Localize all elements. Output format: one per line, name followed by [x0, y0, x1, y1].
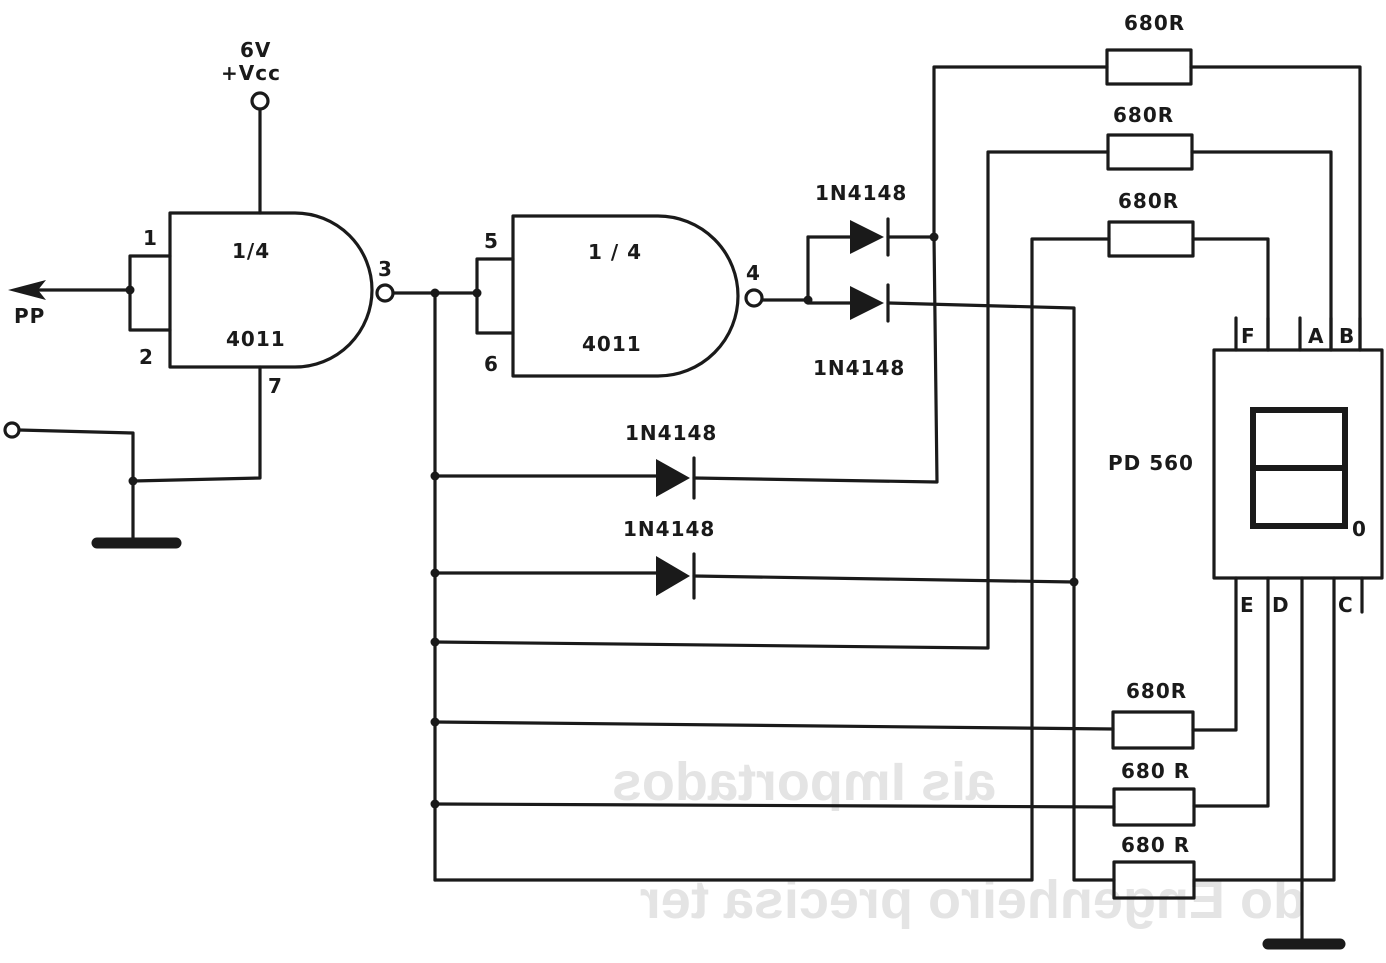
resistor-r3 — [433, 220, 1270, 882]
supply-vcc: +Vcc — [221, 61, 281, 85]
resistor-r6 — [1112, 576, 1336, 900]
diode-d4 — [433, 552, 1076, 600]
display-pin-f: F — [1241, 324, 1256, 348]
seven-segment-display — [1212, 316, 1384, 614]
resistor-r6-label: 680 R — [1121, 833, 1190, 857]
resistor-r4 — [433, 576, 1238, 750]
gate2-pin-4: 4 — [746, 261, 761, 285]
diode-d3-label: 1N4148 — [625, 421, 717, 445]
resistor-r1-label: 680R — [1124, 11, 1185, 35]
diode-d1-label: 1N4148 — [815, 181, 907, 205]
gate1-pin-2: 2 — [139, 345, 154, 369]
resistor-r3-label: 680R — [1118, 189, 1179, 213]
resistor-r1 — [1105, 48, 1362, 352]
vcc-terminal — [250, 91, 270, 111]
gate2-pin-5: 5 — [484, 229, 499, 253]
input-label-pp: PP — [14, 304, 45, 328]
display-pin-c: C — [1338, 593, 1354, 617]
show-through-line-1: ais Importados — [612, 752, 996, 812]
supply-voltage: 6V — [240, 38, 271, 62]
ground-terminal — [3, 421, 21, 439]
gate1-pin-1: 1 — [143, 226, 158, 250]
gate2-fraction: 1 / 4 — [588, 240, 642, 264]
nand-gate-2 — [511, 214, 764, 378]
resistor-r5 — [433, 576, 1270, 827]
diode-d3 — [433, 235, 939, 500]
resistor-r2-label: 680R — [1113, 103, 1174, 127]
display-digit: 0 — [1352, 517, 1367, 541]
resistor-r5-label: 680 R — [1121, 759, 1190, 783]
diode-d2-label: 1N4148 — [813, 356, 905, 380]
resistor-r4-label: 680R — [1126, 679, 1187, 703]
gate2-part: 4011 — [582, 332, 642, 356]
input-arrow-icon — [8, 280, 46, 300]
gate1-pin-7: 7 — [268, 374, 283, 398]
display-pin-d: D — [1272, 593, 1290, 617]
diode-d1 — [806, 217, 936, 257]
diode-d2 — [806, 283, 1116, 882]
gate2-pin-6: 6 — [484, 352, 499, 376]
resistor-r2 — [433, 133, 1333, 650]
display-pin-e: E — [1240, 593, 1255, 617]
show-through-text: ais Importados do Engenheiro precisa ter — [612, 752, 1306, 930]
gate1-pin-3: 3 — [378, 257, 393, 281]
gate1-fraction: 1/4 — [232, 239, 270, 263]
display-pin-b: B — [1339, 324, 1355, 348]
display-part-label: PD 560 — [1108, 451, 1194, 475]
display-pin-a: A — [1308, 324, 1324, 348]
gate1-part: 4011 — [226, 327, 286, 351]
diode-d4-label: 1N4148 — [623, 517, 715, 541]
